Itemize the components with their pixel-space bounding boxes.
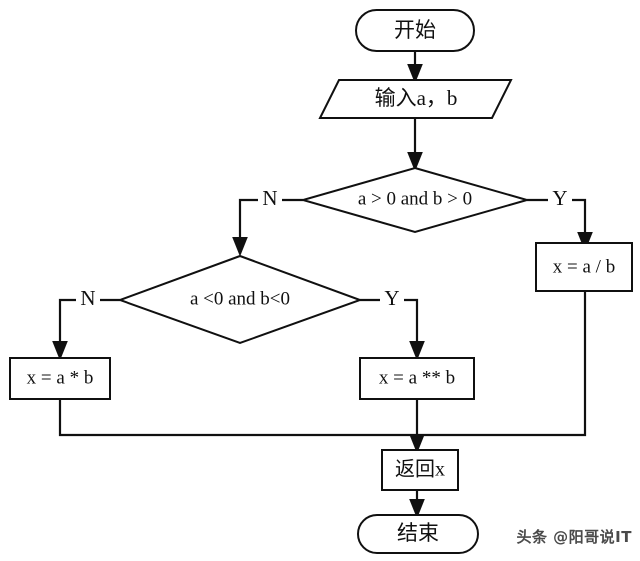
connector-decision2-no [52, 298, 120, 361]
branch-label-d1-yes-bg [548, 188, 572, 212]
node-divide[interactable] [535, 242, 633, 292]
node-decision1-label: a > 0 and b > 0 [358, 188, 472, 209]
connector-divide-to-merge [417, 291, 587, 437]
connector-decision2-yes [360, 298, 425, 361]
branch-label-d2-yes-bg [380, 288, 404, 312]
node-start-label: 开始 [394, 18, 436, 42]
node-power[interactable] [359, 357, 475, 400]
node-power-label: x = a ** b [379, 367, 455, 388]
branch-label-decision2-yes: Y [384, 286, 399, 310]
branch-label-d1-no-bg [258, 188, 282, 212]
node-start[interactable] [355, 9, 475, 52]
node-return[interactable] [381, 449, 459, 491]
node-decision1[interactable] [299, 166, 531, 234]
node-end[interactable] [357, 514, 479, 554]
branch-label-decision1-yes: Y [552, 186, 567, 210]
connector-multiply-to-merge [58, 398, 417, 437]
branch-label-decision2-no: N [80, 286, 95, 310]
node-decision2[interactable] [117, 254, 363, 345]
watermark-text: 头条 @阳哥说IT [516, 528, 632, 546]
node-end-label: 结束 [397, 521, 439, 545]
node-input-label: 输入a，b [375, 86, 458, 110]
node-multiply[interactable] [9, 357, 111, 400]
connector-decision1-yes [527, 198, 593, 252]
node-multiply-label: x = a * b [27, 367, 94, 388]
node-return-label: 返回x [395, 458, 445, 481]
node-decision2-label: a <0 and b<0 [190, 288, 290, 309]
branch-label-decision1-no: N [262, 186, 277, 210]
node-input[interactable] [318, 79, 513, 119]
branch-label-d2-no-bg [76, 288, 100, 312]
connector-decision1-no [232, 198, 303, 257]
node-divide-label: x = a / b [553, 256, 615, 277]
